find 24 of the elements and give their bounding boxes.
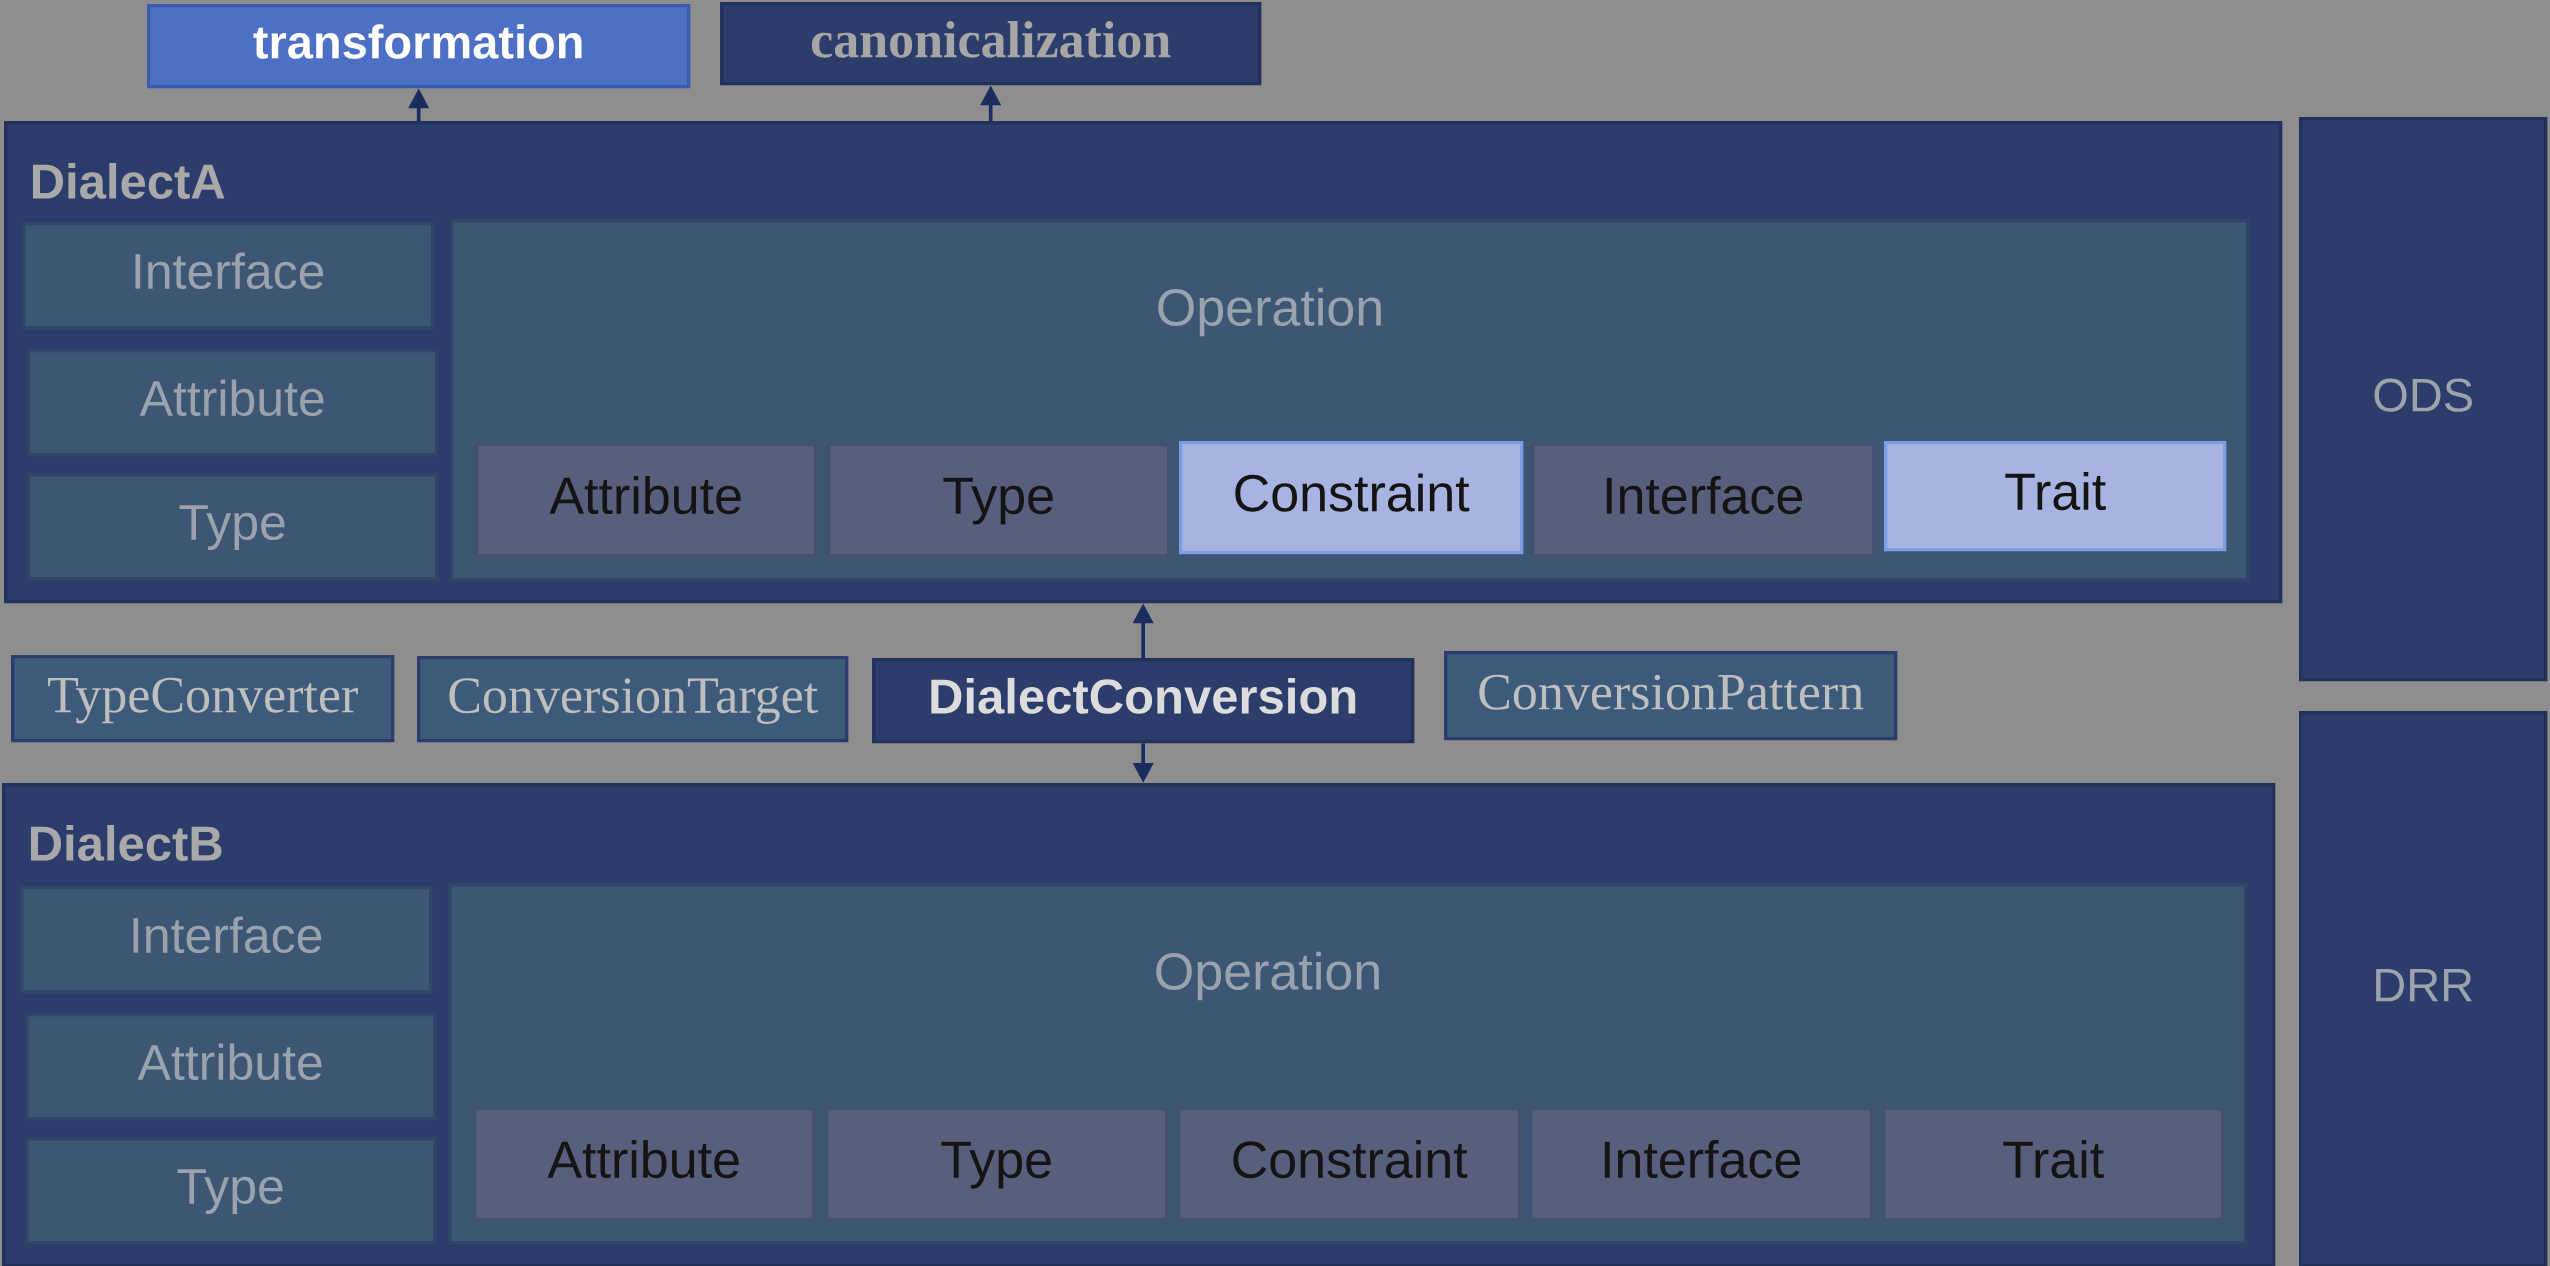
pass-box: canonicalization: [720, 2, 1262, 86]
property-box: Attribute: [473, 1107, 816, 1222]
property-box: Interface: [1531, 443, 1876, 558]
property-box: Type: [827, 443, 1171, 558]
conversion-box: DialectConversion: [872, 658, 1415, 744]
property-box: Interface: [1529, 1107, 1874, 1222]
highlighted-box: Trait: [1884, 441, 2227, 552]
component-box: Type: [27, 473, 439, 581]
component-box: Attribute: [25, 1013, 437, 1121]
component-box: Interface: [22, 222, 435, 330]
property-box: Constraint: [1177, 1107, 1522, 1222]
converter-box: ConversionTarget: [417, 656, 849, 743]
converter-box: ConversionPattern: [1444, 651, 1898, 741]
pass-box: transformation: [147, 4, 691, 89]
property-box: Type: [825, 1107, 1169, 1222]
component-box: Interface: [20, 886, 433, 994]
side-panel: DRR: [2299, 711, 2548, 1266]
highlighted-box: Constraint: [1179, 441, 1524, 555]
property-box: Attribute: [475, 443, 818, 558]
side-panel: ODS: [2299, 117, 2548, 682]
property-box: Trait: [1882, 1107, 2225, 1222]
component-box: Type: [25, 1137, 437, 1245]
component-box: Attribute: [27, 349, 439, 457]
converter-box: TypeConverter: [11, 655, 395, 743]
